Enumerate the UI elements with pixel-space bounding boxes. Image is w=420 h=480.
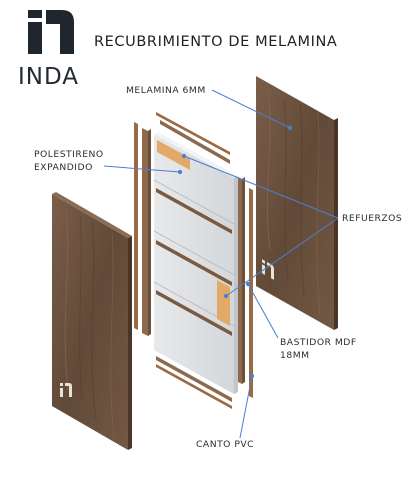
- label-bastidor: BASTIDOR MDF 18MM: [280, 337, 357, 361]
- pvc-edge-bottom: [156, 364, 232, 409]
- diagram-title: RECUBRIMIENTO DE MELAMINA: [94, 34, 338, 50]
- melamine-panel-right: [256, 76, 338, 330]
- leader-refuerzos-lock: [225, 217, 339, 297]
- reinforcement-block-top: [157, 140, 190, 170]
- leader-lines: [103, 89, 339, 439]
- reinforcement-block-lock: [217, 280, 230, 326]
- inda-logo-icon: [28, 10, 74, 54]
- leader-melamina: [211, 89, 291, 129]
- label-poliestireno: POLESTIRENO EXPANDIDO: [34, 149, 104, 173]
- melamine-panel-left: [52, 192, 132, 450]
- mdf-rail-top: [160, 120, 230, 164]
- pvc-edge-right: [249, 188, 253, 398]
- label-canto: CANTO PVC: [196, 439, 255, 450]
- leader-refuerzos-top: [183, 155, 339, 219]
- brand-logo-text: INDA: [18, 64, 80, 90]
- mdf-stile-left: [142, 128, 148, 336]
- inda-panel-logo-icon-left: [60, 383, 72, 397]
- leader-poliestireno: [103, 165, 181, 173]
- pvc-edge-left: [134, 122, 138, 330]
- inda-panel-logo-icon: [262, 259, 274, 280]
- mdf-rail-bottom: [156, 356, 232, 402]
- leader-bastidor: [247, 283, 279, 339]
- label-refuerzos: REFUERZOS: [342, 213, 403, 224]
- pvc-edge-top: [156, 112, 230, 155]
- leader-canto: [239, 375, 253, 439]
- mdf-crossbars: [156, 188, 232, 336]
- label-melamina: MELAMINA 6MM: [126, 85, 206, 96]
